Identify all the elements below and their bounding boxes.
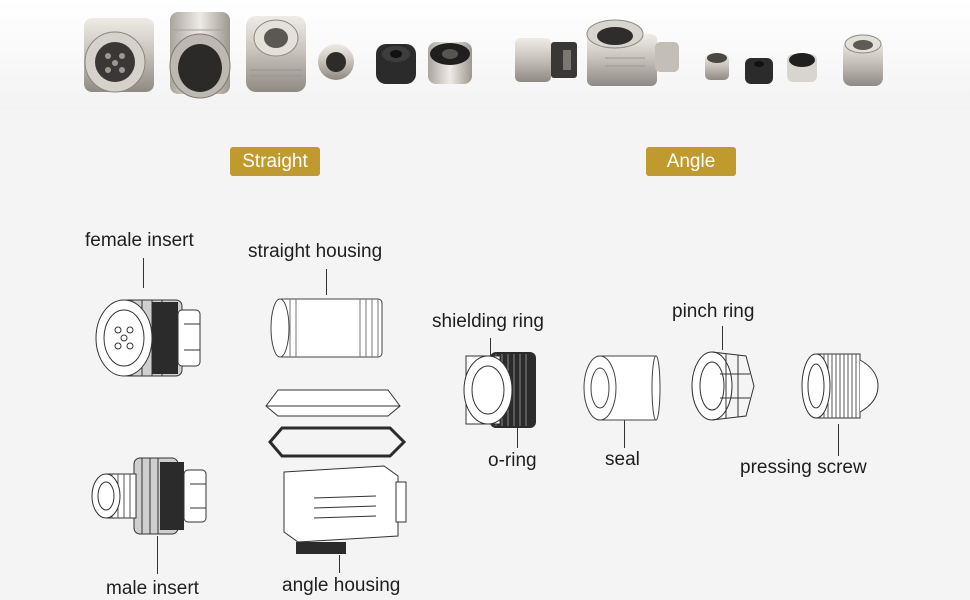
- seal-drawing: [582, 354, 662, 422]
- pressing-screw-label: pressing screw: [740, 457, 867, 478]
- female-insert-photo: [84, 18, 154, 93]
- female-insert-drawing: [92, 294, 204, 382]
- seal-photo: [376, 44, 416, 84]
- angle-kit-photo: [515, 19, 883, 86]
- angle-housing-drawing: [258, 386, 408, 554]
- o-ring-leader: [517, 428, 518, 448]
- o-ring-label: o-ring: [488, 450, 537, 471]
- pinch-ring-photo: [318, 44, 354, 80]
- seal-leader: [624, 420, 625, 448]
- seal-label: seal: [605, 449, 640, 470]
- straight-housing-photo: [169, 12, 231, 99]
- angle-pinch-ring-photo: [705, 53, 729, 80]
- shielding-ring-drawing: [462, 352, 536, 428]
- straight-badge: Straight: [230, 147, 320, 176]
- male-insert-label: male insert: [106, 578, 199, 599]
- pinch-ring-leader: [722, 326, 723, 350]
- angle-seal-photo: [745, 58, 773, 84]
- straight-housing-leader: [326, 269, 327, 295]
- male-insert-drawing: [86, 456, 210, 536]
- shielding-ring-leader: [490, 338, 491, 358]
- male-insert-leader: [157, 536, 158, 574]
- angle-badge: Angle: [646, 147, 736, 176]
- angle-pressing-screw-photo: [843, 34, 883, 86]
- angle-housing-label: angle housing: [282, 575, 401, 596]
- pressing-screw-drawing: [798, 350, 880, 422]
- pressing-screw-leader: [838, 424, 839, 456]
- angle-shielding-ring-photo: [787, 53, 817, 82]
- angle-insert-photo: [515, 38, 577, 82]
- shielding-ring-label: shielding ring: [432, 311, 544, 332]
- female-insert-label: female insert: [85, 230, 194, 251]
- straight-kit-photo: [84, 12, 472, 99]
- shielding-ring-photo: [428, 42, 472, 84]
- angle-housing-leader: [339, 555, 340, 573]
- pinch-ring-label: pinch ring: [672, 301, 755, 322]
- pinch-ring-drawing: [690, 350, 758, 422]
- female-insert-leader: [143, 258, 144, 288]
- straight-housing-drawing: [268, 295, 390, 361]
- angle-housing-photo: [586, 19, 679, 86]
- pressing-screw-photo: [246, 16, 306, 92]
- straight-housing-label: straight housing: [248, 241, 383, 262]
